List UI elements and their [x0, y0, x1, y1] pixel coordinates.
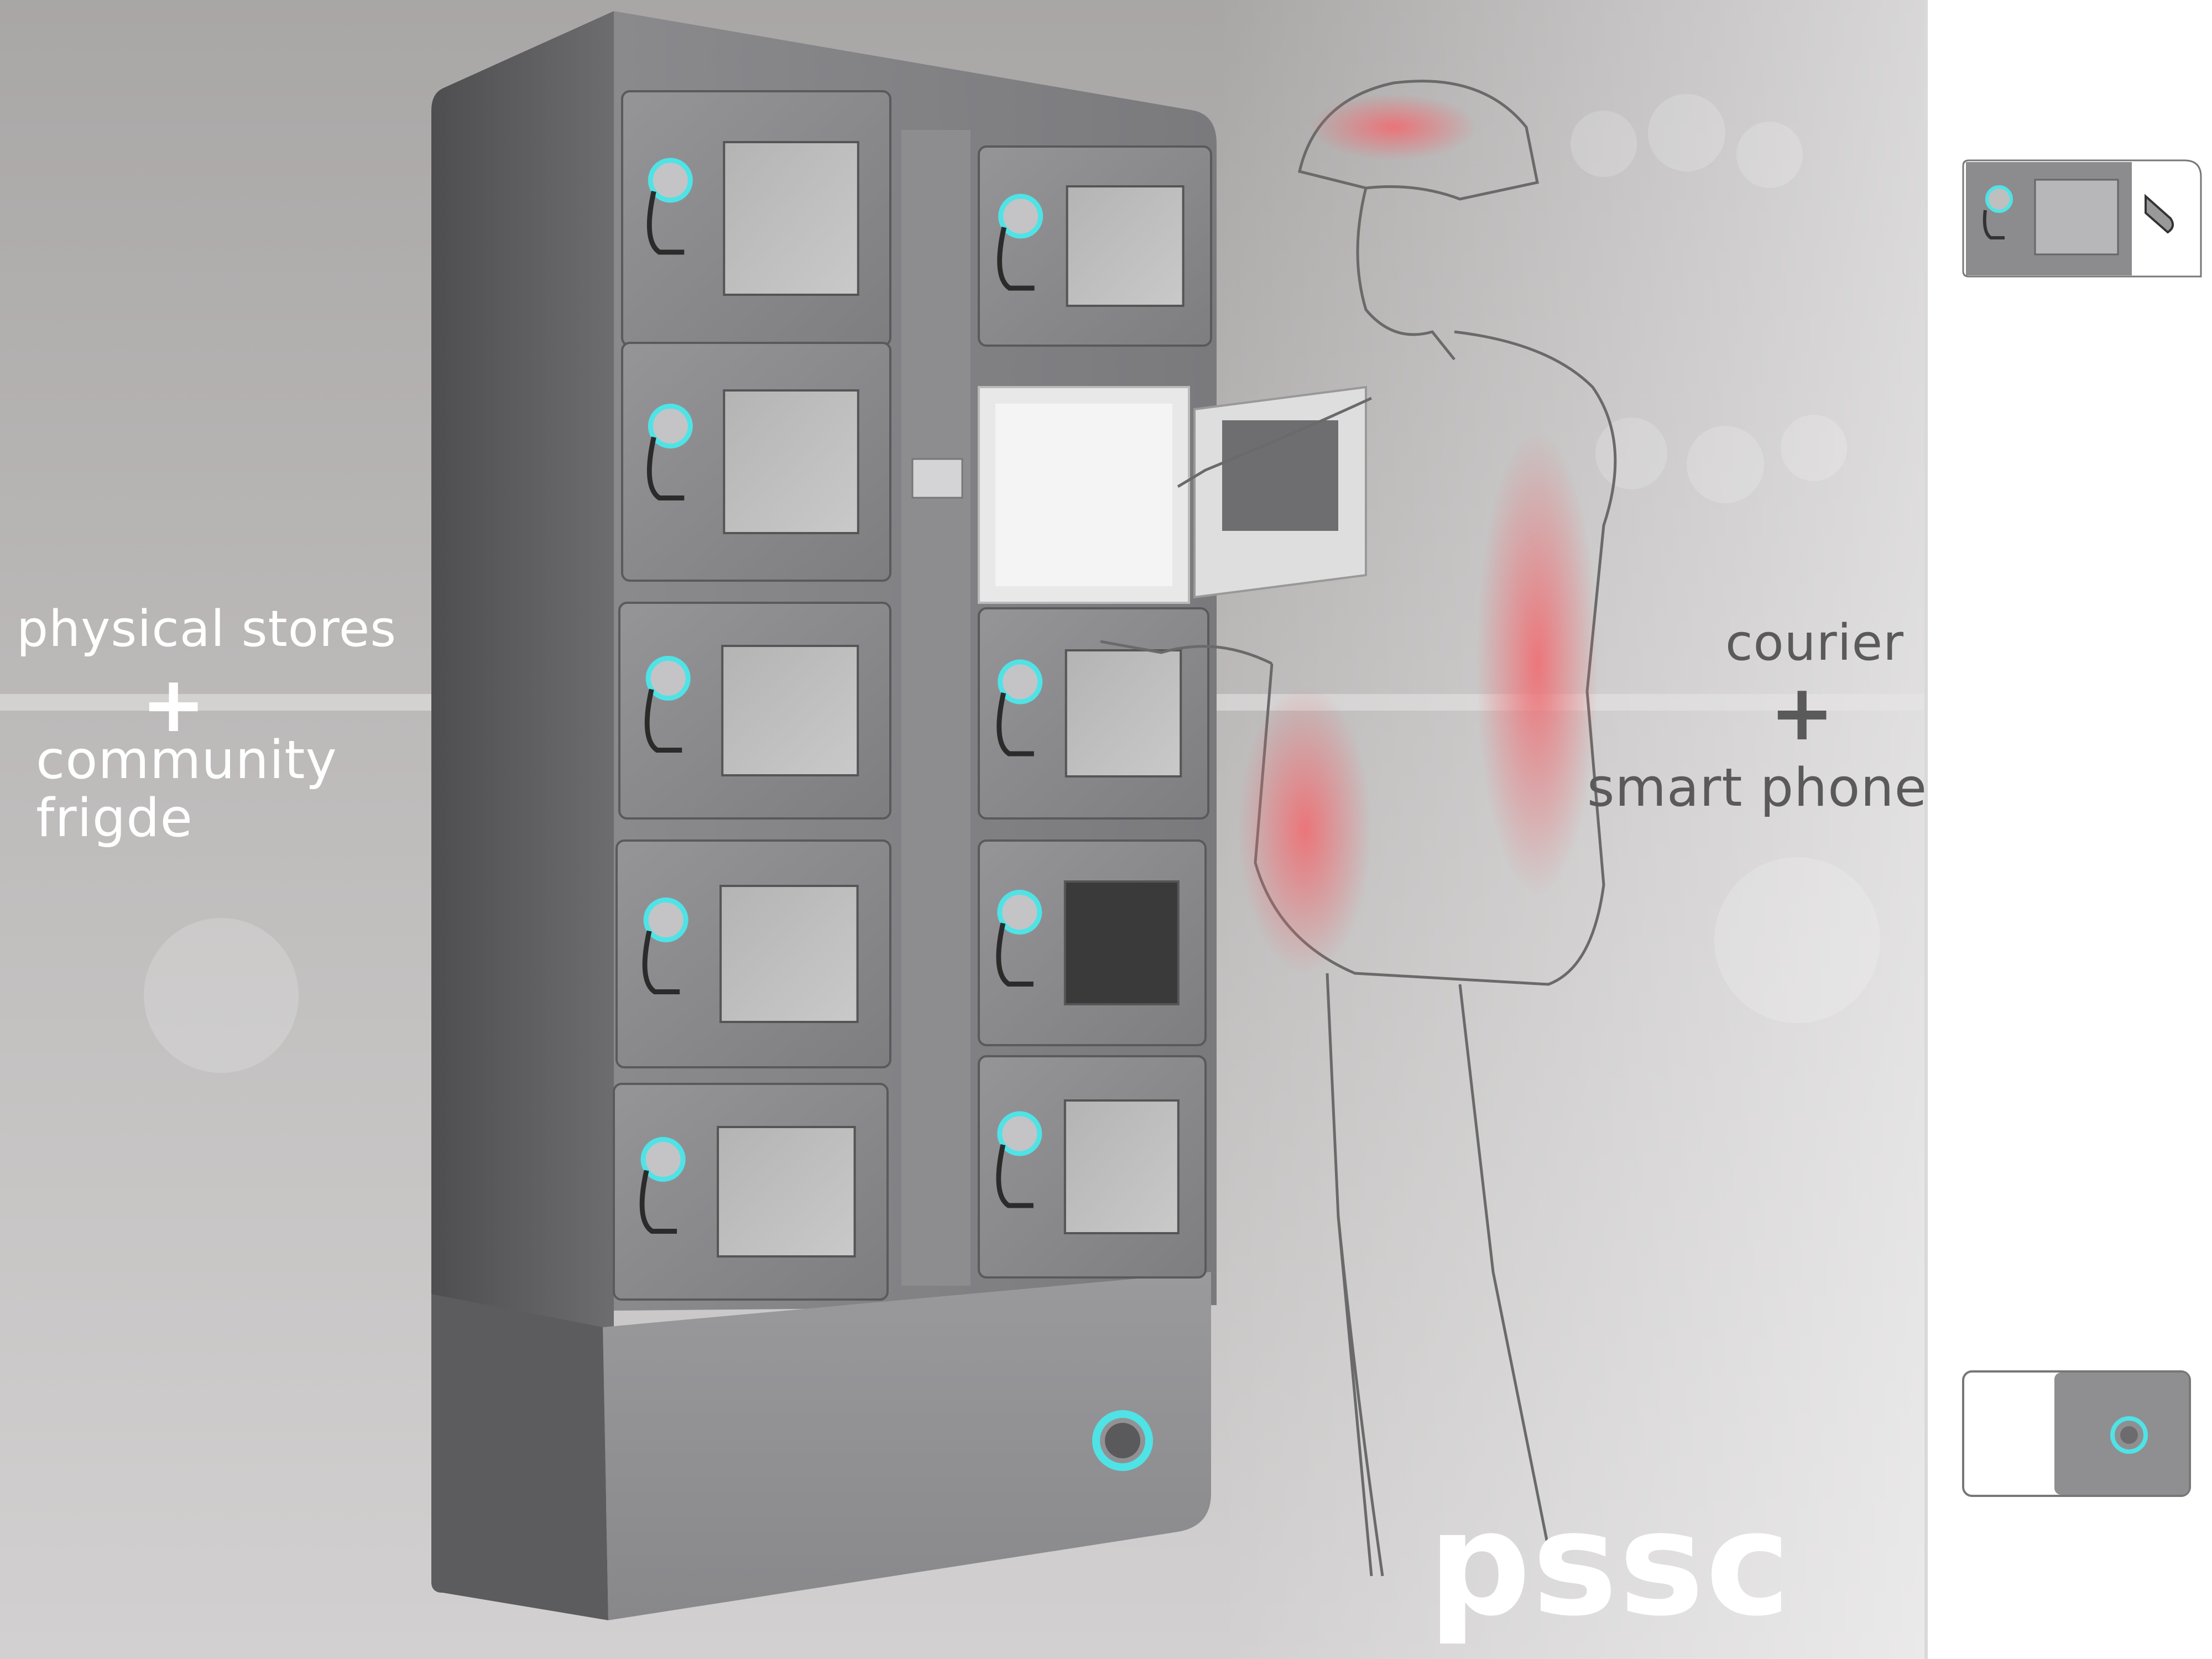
locker-door[interactable] — [615, 839, 891, 1068]
locker-door[interactable] — [978, 1055, 1207, 1279]
locker-door[interactable] — [618, 602, 891, 820]
left-plus-icon: + — [141, 660, 206, 750]
locker-door[interactable] — [621, 90, 891, 347]
left-line2: community — [36, 730, 337, 791]
card-reader[interactable] — [911, 458, 963, 499]
locker-door[interactable] — [621, 342, 891, 582]
locker-base — [603, 1272, 1211, 1620]
locker-handle-icon[interactable] — [646, 158, 693, 255]
right-plus-icon: + — [1770, 668, 1835, 758]
locker-door[interactable] — [978, 839, 1207, 1046]
thumbnail-base-button — [1962, 1370, 2191, 1497]
courier-sketch — [1100, 80, 1617, 1577]
cyan-ring-button-icon[interactable] — [1092, 1410, 1153, 1471]
left-line3: frigde — [36, 788, 193, 849]
right-line1: courier — [1725, 614, 1904, 672]
locker-unit — [431, 11, 1367, 1620]
open-compartment — [978, 385, 1367, 604]
locker-door[interactable] — [978, 607, 1209, 820]
brand-logo: pssc — [1428, 1481, 1792, 1648]
locker-handle-icon[interactable] — [996, 1111, 1042, 1208]
locker-handle-icon[interactable] — [646, 404, 693, 500]
panel-divider — [1924, 0, 1928, 1659]
locker-handle-icon[interactable] — [997, 659, 1043, 757]
locker-handle-icon[interactable] — [997, 194, 1044, 291]
thumbnail-locker-door — [1962, 159, 2202, 278]
locker-handle-icon[interactable] — [639, 1137, 686, 1234]
locker-door[interactable] — [978, 145, 1212, 347]
right-line2: smart phone — [1587, 758, 1928, 818]
locker-handle-icon[interactable] — [642, 898, 688, 994]
locker-handle-icon[interactable] — [996, 890, 1042, 987]
locker-door[interactable] — [613, 1083, 889, 1301]
locker-handle-icon[interactable] — [644, 656, 691, 753]
left-line1: physical stores — [17, 600, 397, 658]
